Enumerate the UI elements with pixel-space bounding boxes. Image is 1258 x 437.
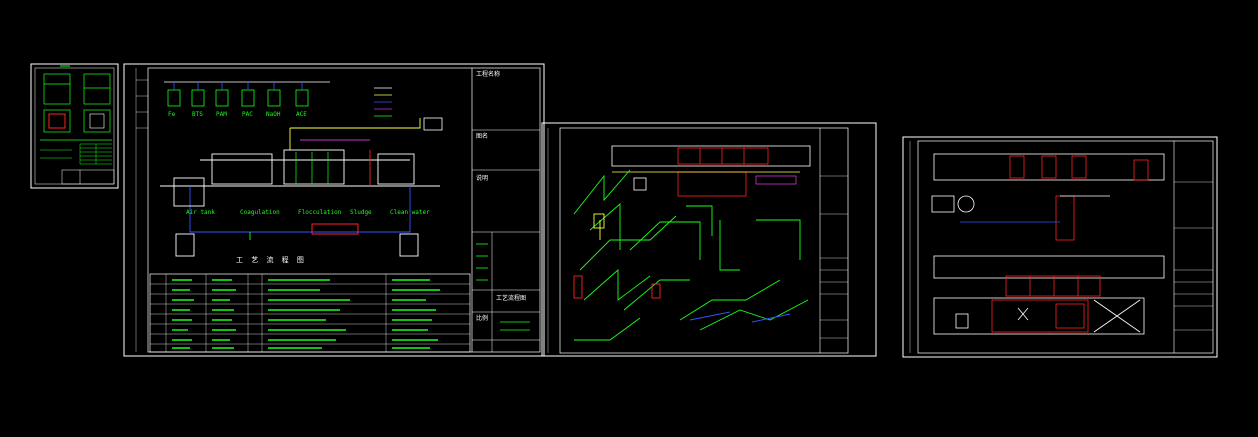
process-label: Flocculation bbox=[298, 209, 342, 216]
title-block-notes: 说明 bbox=[476, 174, 488, 182]
material-table bbox=[149, 273, 471, 353]
drawing-title: 工 艺 流 程 图 bbox=[236, 255, 307, 264]
title-block-drawing: 图名 bbox=[476, 132, 488, 140]
sheet-pipe-isometric[interactable] bbox=[541, 122, 877, 357]
pipe-legend bbox=[374, 87, 392, 117]
dosing-units: Fe BTS PAM PAC NaOH ACE bbox=[164, 81, 330, 118]
title-block-name: 工艺流程图 bbox=[496, 294, 526, 302]
unit-label: NaOH bbox=[266, 111, 281, 118]
process-label: Air tank bbox=[186, 209, 215, 216]
unit-label: Fe bbox=[168, 111, 176, 118]
unit-label: BTS bbox=[192, 111, 203, 118]
sheet-process-flow[interactable]: 工程名称 图名 说明 工艺流程图 比例 bbox=[123, 63, 545, 357]
sheet-detail-small[interactable] bbox=[30, 63, 119, 189]
unit-label: ACE bbox=[296, 111, 307, 118]
unit-label: PAM bbox=[216, 111, 227, 118]
process-label: Clean water bbox=[390, 209, 430, 216]
unit-label: PAC bbox=[242, 111, 253, 118]
title-block-scale: 比例 bbox=[476, 314, 488, 322]
process-label: Coagulation bbox=[240, 209, 280, 216]
process-label: Sludge bbox=[350, 209, 372, 216]
title-block-project: 工程名称 bbox=[476, 70, 500, 78]
sheet-equipment-layout[interactable] bbox=[902, 136, 1218, 358]
